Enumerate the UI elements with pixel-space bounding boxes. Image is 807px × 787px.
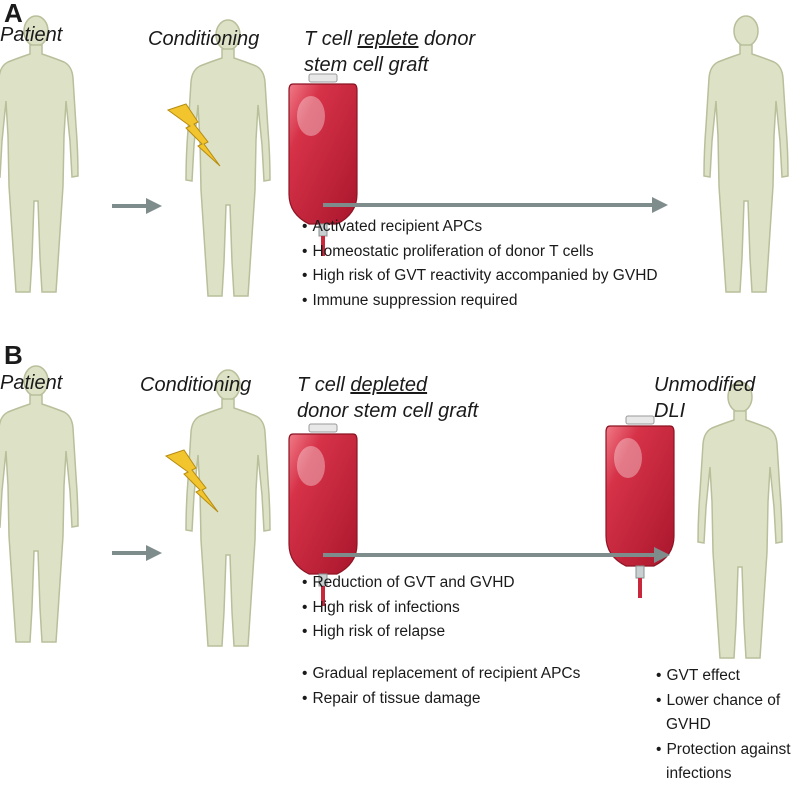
graft-label-emphasis: replete [357,28,419,50]
conditioning-label: Conditioning [140,374,252,396]
panel-letter-b: B [4,340,23,370]
human-figure-icon [703,15,789,293]
list-item: GVT effect [656,664,806,689]
list-item: Activated recipient APCs [302,215,658,240]
dli-label-line1: Unmodified [654,374,756,396]
arrow-right-icon [323,547,670,563]
list-item: High risk of GVT reactivity accompanied … [302,264,657,289]
human-figure-icon [185,19,271,297]
arrow-right-icon [112,545,162,561]
graft-label: T cell replete donor stem cell graft [304,26,475,78]
human-figure-icon [185,369,271,647]
arrow-right-icon [323,197,668,213]
list-item: High risk of relapse [302,620,515,645]
blood-bag-icon [604,414,676,600]
human-figure-icon [0,15,79,293]
panel-b-bullets-group2: Gradual replacement of recipient APCs Re… [302,662,580,711]
graft-label-emphasis: depleted [350,374,428,396]
list-item: Reduction of GVT and GVHD [302,571,514,596]
panel-b-outcome-bullets: GVT effect Lower chance of GVHD Protecti… [656,664,806,787]
list-item: High risk of infections [302,596,515,621]
list-item: Repair of tissue damage [302,687,580,712]
graft-label: T cell depleted donor stem cell graft [297,372,478,424]
graft-label-line2: donor stem cell graft [297,400,479,422]
conditioning-label: Conditioning [148,28,260,50]
graft-label-line1: T cell replete donor [304,26,475,52]
graft-label-suffix: donor [418,28,476,50]
list-item: Homeostatic proliferation of donor T cel… [302,240,658,265]
graft-label-prefix: T cell [297,374,351,396]
list-item: Immune suppression required [302,289,658,314]
arrow-right-icon [112,198,162,214]
graft-label-prefix: T cell [304,28,358,50]
human-figure-icon [0,365,79,643]
panel-b-bullets-group1: Reduction of GVT and GVHD High risk of i… [302,571,515,645]
patient-label: Patient [0,372,63,394]
dli-label: Unmodified DLI [654,372,755,424]
panel-a-bullets: Activated recipient APCs Homeostatic pro… [302,215,658,314]
graft-label-line1: T cell depleted [297,372,478,398]
patient-label: Patient [0,24,63,46]
panel-letter-a: A [4,0,23,28]
list-item: Lower chance of GVHD [656,689,806,738]
graft-label-line2: stem cell graft [304,54,429,76]
dli-label-line2: DLI [654,400,686,422]
list-item: Gradual replacement of recipient APCs [302,662,580,687]
list-item: Protection against infections [656,738,806,787]
